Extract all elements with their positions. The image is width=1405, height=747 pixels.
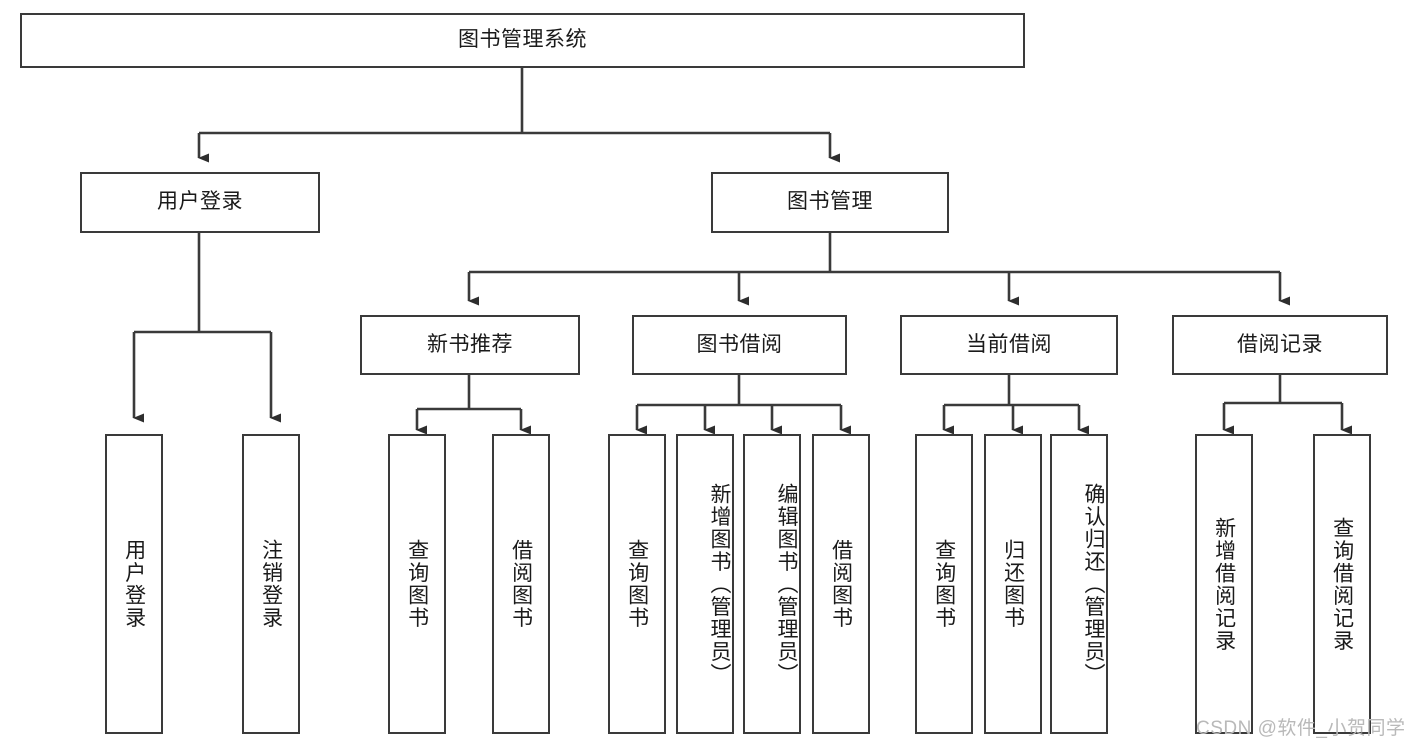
node-leaf-return-book-label: 归还图书 [1001,539,1025,629]
node-leaf-query-record-label: 查询借阅记录 [1330,516,1354,652]
node-leaf-query-book-3[interactable]: 查询图书 [915,434,973,734]
node-book-borrow[interactable]: 图书借阅 [632,315,847,375]
node-leaf-borrow-book-2[interactable]: 借阅图书 [812,434,870,734]
node-book-borrow-label: 图书借阅 [696,332,783,356]
node-leaf-edit-book-label: 编辑图书（管理员） [775,482,798,686]
node-leaf-logout-login[interactable]: 注销登录 [242,434,300,734]
node-leaf-edit-book[interactable]: 编辑图书（管理员） [743,434,801,734]
node-book-management-label: 图书管理 [787,190,873,214]
node-leaf-user-login-label: 用户登录 [122,539,146,629]
node-leaf-add-record-label: 新增借阅记录 [1212,516,1236,652]
node-leaf-query-book-2[interactable]: 查询图书 [608,434,666,734]
node-root-system-label: 图书管理系统 [458,28,587,52]
node-borrow-record-label: 借阅记录 [1237,332,1323,356]
node-new-book-recommend[interactable]: 新书推荐 [360,315,580,375]
watermark-label: CSDN @软件_小贺同学 [1196,718,1405,739]
node-leaf-confirm-return[interactable]: 确认归还（管理员） [1050,434,1108,734]
node-leaf-query-book-1-label: 查询图书 [405,539,429,629]
node-user-login[interactable]: 用户登录 [80,172,320,233]
node-leaf-borrow-book-1[interactable]: 借阅图书 [492,434,550,734]
node-current-borrow-label: 当前借阅 [966,332,1052,356]
node-leaf-query-book-3-label: 查询图书 [932,539,956,629]
node-leaf-user-login[interactable]: 用户登录 [105,434,163,734]
node-leaf-borrow-book-2-label: 借阅图书 [829,539,853,629]
node-leaf-borrow-book-1-label: 借阅图书 [509,539,533,629]
node-leaf-query-book-1[interactable]: 查询图书 [388,434,446,734]
node-current-borrow[interactable]: 当前借阅 [900,315,1118,375]
node-book-management[interactable]: 图书管理 [711,172,949,233]
node-leaf-logout-login-label: 注销登录 [259,539,283,629]
node-leaf-add-book-label: 新增图书（管理员） [708,482,731,686]
node-leaf-add-book[interactable]: 新增图书（管理员） [676,434,734,734]
node-leaf-query-book-2-label: 查询图书 [625,539,649,629]
node-borrow-record[interactable]: 借阅记录 [1172,315,1388,375]
node-user-login-label: 用户登录 [157,190,243,214]
node-new-book-recommend-label: 新书推荐 [427,332,513,356]
node-root-system[interactable]: 图书管理系统 [20,13,1025,68]
node-leaf-add-record[interactable]: 新增借阅记录 [1195,434,1253,734]
node-leaf-query-record[interactable]: 查询借阅记录 [1313,434,1371,734]
node-leaf-confirm-return-label: 确认归还（管理员） [1082,482,1105,686]
node-leaf-return-book[interactable]: 归还图书 [984,434,1042,734]
